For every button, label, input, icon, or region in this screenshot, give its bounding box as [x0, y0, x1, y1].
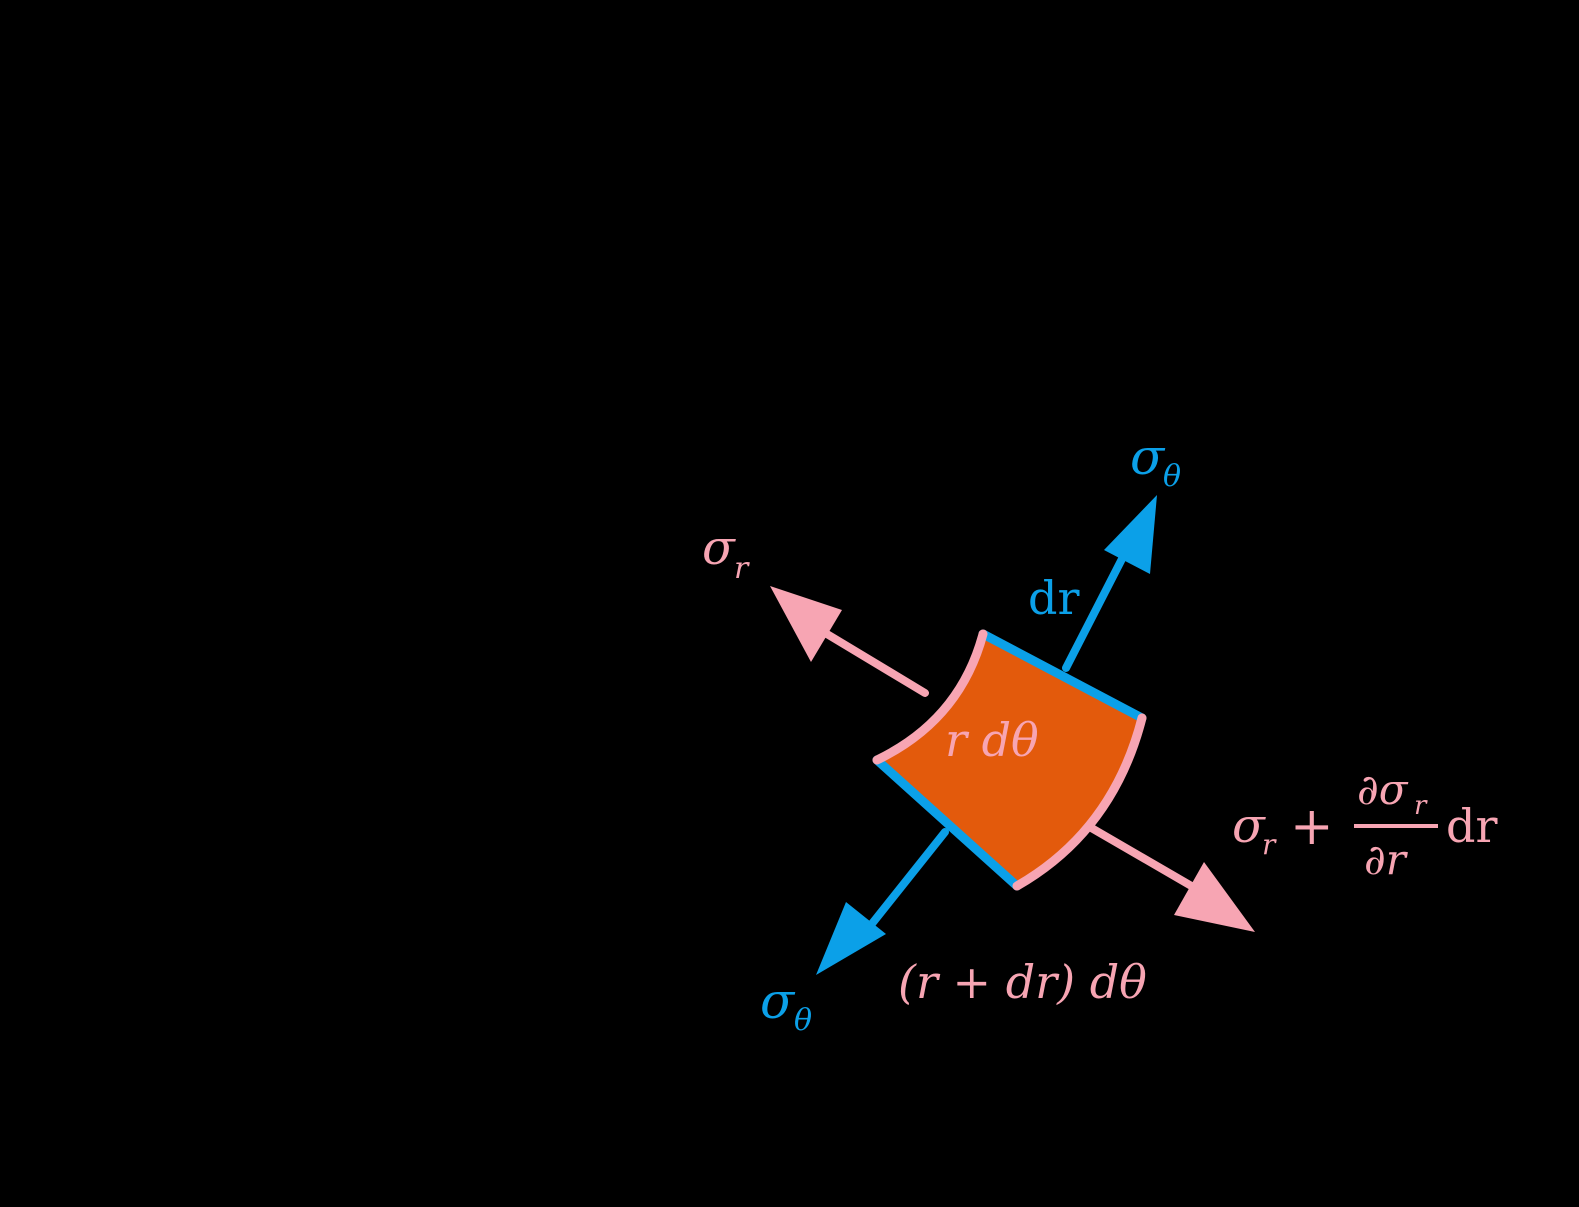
element-bottom-edge — [872, 755, 1022, 891]
hoop-stress-top-arrow — [1062, 495, 1157, 672]
radial-stress-increment-factor: dr — [1446, 799, 1497, 853]
radial-stress-outer-arrow — [1084, 822, 1255, 932]
radial-stress-outer-subscript: r — [1262, 828, 1277, 861]
hoop-stress-bottom-subscript: θ — [794, 1003, 812, 1038]
radial-stress-outer-label: σ r + ∂σ r ∂r dr — [1232, 765, 1497, 884]
radial-stress-inner-subscript: r — [734, 551, 750, 586]
hoop-stress-top-label: σ θ — [1130, 428, 1181, 494]
hoop-stress-bottom-symbol: σ — [760, 972, 796, 1030]
hoop-stress-top-symbol: σ — [1130, 428, 1166, 486]
radial-stress-increment-denominator: ∂r — [1364, 835, 1409, 884]
radial-stress-inner-symbol: σ — [702, 520, 736, 576]
radial-stress-outer-plus: + — [1290, 797, 1334, 857]
radial-side-length-label: dr — [1028, 571, 1079, 625]
element-top-edge — [978, 629, 1147, 723]
element-inner-arc — [872, 629, 988, 765]
hoop-stress-top-subscript: θ — [1163, 459, 1181, 494]
hoop-stress-bottom-label: σ θ — [760, 972, 812, 1038]
element-body — [877, 634, 1142, 886]
hoop-stress-bottom-arrow — [816, 828, 949, 975]
radial-stress-inner-arrow — [770, 586, 929, 697]
outer-arc-length-label: (r + dr) dθ — [898, 955, 1147, 1009]
inner-arc-length-label: r dθ — [945, 713, 1039, 767]
element-outer-arc — [1012, 713, 1147, 891]
radial-stress-increment-numerator: ∂σ — [1357, 765, 1409, 814]
radial-stress-inner-label: σ r — [702, 520, 750, 586]
radial-stress-increment-numerator-subscript: r — [1414, 791, 1428, 821]
radial-stress-outer-symbol: σ — [1232, 798, 1266, 854]
